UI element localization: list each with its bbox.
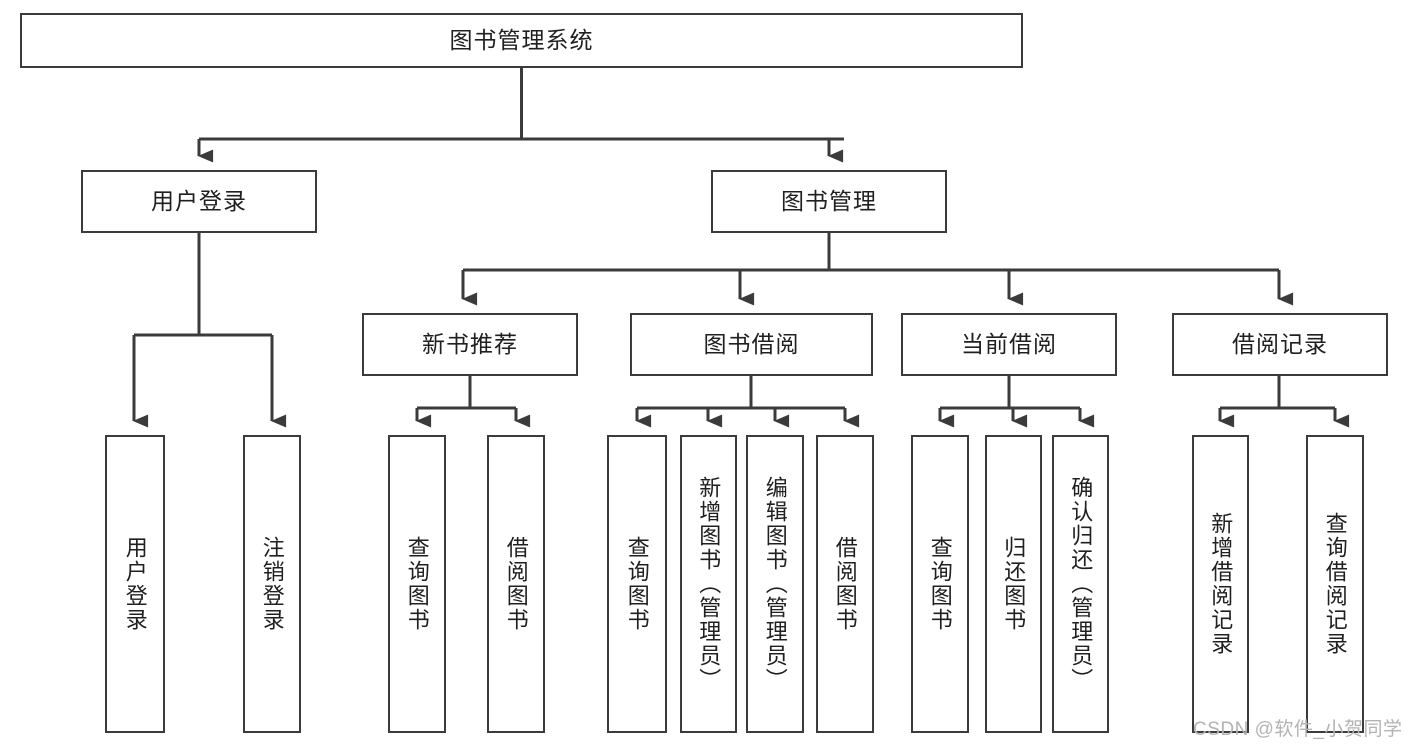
- node-book-management[interactable]: 图书管理: [711, 170, 947, 233]
- edges-borrow-record-leaves: [1218, 376, 1350, 428]
- leaf-label: 归还图书: [1001, 536, 1027, 632]
- leaf-logout-login[interactable]: 注销登录: [243, 435, 301, 733]
- leaf-query-book-borrow[interactable]: 查询图书: [607, 435, 667, 733]
- leaf-add-book-admin[interactable]: 新增图书（管理员）: [680, 435, 737, 733]
- leaf-edit-book-admin[interactable]: 编辑图书（管理员）: [746, 435, 804, 733]
- leaf-user-login[interactable]: 用户登录: [105, 435, 165, 733]
- leaf-label: 编辑图书（管理员）: [762, 476, 788, 692]
- node-new-book-recommend-label: 新书推荐: [422, 330, 518, 357]
- leaf-label: 查询图书: [404, 536, 430, 632]
- node-book-borrow[interactable]: 图书借阅: [630, 313, 873, 376]
- leaf-add-borrow-record[interactable]: 新增借阅记录: [1192, 435, 1249, 733]
- leaf-label: 借阅图书: [832, 536, 858, 632]
- leaf-borrow-book-new[interactable]: 借阅图书: [487, 435, 545, 733]
- node-book-management-label: 图书管理: [781, 187, 877, 214]
- leaf-label: 新增借阅记录: [1208, 512, 1234, 656]
- leaf-label: 查询借阅记录: [1322, 512, 1348, 656]
- node-current-borrow[interactable]: 当前借阅: [901, 313, 1117, 376]
- edges-current-borrow-leaves: [938, 376, 1095, 428]
- node-borrow-record-label: 借阅记录: [1232, 330, 1328, 357]
- leaf-borrow-book[interactable]: 借阅图书: [816, 435, 874, 733]
- node-user-login[interactable]: 用户登录: [81, 170, 317, 233]
- edges-root-to-level2: [197, 68, 844, 163]
- leaf-query-book-current[interactable]: 查询图书: [911, 435, 969, 733]
- edges-book-borrow-leaves: [635, 376, 860, 428]
- leaf-label: 注销登录: [259, 536, 285, 632]
- leaf-query-borrow-record[interactable]: 查询借阅记录: [1306, 435, 1364, 733]
- node-user-login-label: 用户登录: [151, 187, 247, 214]
- node-borrow-record[interactable]: 借阅记录: [1172, 313, 1388, 376]
- leaf-label: 用户登录: [122, 536, 148, 632]
- node-book-borrow-label: 图书借阅: [703, 330, 800, 357]
- node-root-label: 图书管理系统: [449, 26, 594, 53]
- leaf-label: 确认归还（管理员）: [1068, 476, 1094, 692]
- leaf-label: 查询图书: [624, 536, 650, 632]
- leaf-label: 借阅图书: [503, 536, 529, 632]
- edges-level2-to-level3: [461, 233, 1294, 306]
- node-new-book-recommend[interactable]: 新书推荐: [362, 313, 578, 376]
- leaf-return-book[interactable]: 归还图书: [985, 435, 1042, 733]
- node-root[interactable]: 图书管理系统: [20, 13, 1023, 68]
- edges-new-book-leaves: [415, 376, 531, 428]
- csdn-watermark: CSDN @软件_小贺同学: [1193, 719, 1403, 740]
- leaf-confirm-return-admin[interactable]: 确认归还（管理员）: [1052, 435, 1109, 733]
- leaf-label: 查询图书: [927, 536, 953, 632]
- node-current-borrow-label: 当前借阅: [961, 330, 1057, 357]
- leaf-query-book-new[interactable]: 查询图书: [388, 435, 446, 733]
- leaf-label: 新增图书（管理员）: [696, 476, 722, 692]
- edges-user-login-leaves: [132, 233, 287, 428]
